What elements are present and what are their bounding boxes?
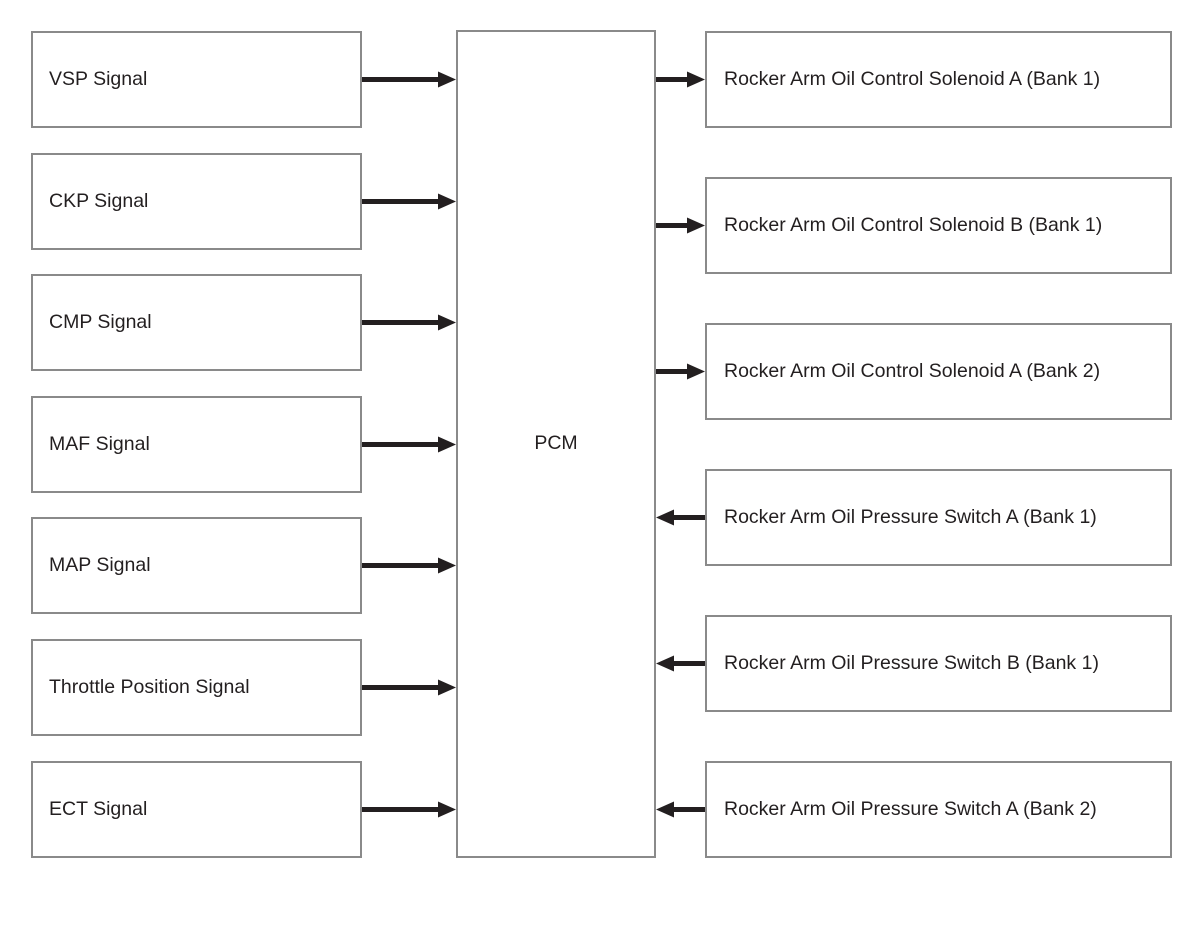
arrow-cmp-signal-to-pcm <box>362 314 456 331</box>
input-box-vsp-signal-label: VSP Signal <box>49 67 148 90</box>
input-box-rocker-arm-oil-pressure-switch-b-bank-1: Rocker Arm Oil Pressure Switch B (Bank 1… <box>705 615 1172 712</box>
input-box-ckp-signal: CKP Signal <box>31 153 362 250</box>
output-box-rocker-arm-oil-control-solenoid-a-bank-1: Rocker Arm Oil Control Solenoid A (Bank … <box>705 31 1172 128</box>
pcm-label: PCM <box>534 432 578 455</box>
arrow-maf-signal-to-pcm <box>362 436 456 453</box>
input-box-rocker-arm-oil-pressure-switch-a-bank-2: Rocker Arm Oil Pressure Switch A (Bank 2… <box>705 761 1172 858</box>
arrow-rocker-arm-oil-pressure-switch-b-bank-1-to-pcm <box>656 655 705 672</box>
input-box-rocker-arm-oil-pressure-switch-b-bank-1-label: Rocker Arm Oil Pressure Switch B (Bank 1… <box>724 651 1099 674</box>
input-box-maf-signal-label: MAF Signal <box>49 432 150 455</box>
input-box-vsp-signal: VSP Signal <box>31 31 362 128</box>
input-box-throttle-position-signal-label: Throttle Position Signal <box>49 675 250 698</box>
input-box-map-signal-label: MAP Signal <box>49 553 151 576</box>
input-box-maf-signal: MAF Signal <box>31 396 362 493</box>
arrow-pcm-to-rocker-arm-oil-control-solenoid-a-bank-1 <box>656 71 705 88</box>
arrow-pcm-to-rocker-arm-oil-control-solenoid-b-bank-1 <box>656 217 705 234</box>
output-box-rocker-arm-oil-control-solenoid-b-bank-1-label: Rocker Arm Oil Control Solenoid B (Bank … <box>724 213 1103 236</box>
arrow-pcm-to-rocker-arm-oil-control-solenoid-a-bank-2 <box>656 363 705 380</box>
arrow-ect-signal-to-pcm <box>362 801 456 818</box>
input-box-ect-signal: ECT Signal <box>31 761 362 858</box>
input-box-ect-signal-label: ECT Signal <box>49 797 148 820</box>
input-box-map-signal: MAP Signal <box>31 517 362 614</box>
output-box-rocker-arm-oil-control-solenoid-a-bank-1-label: Rocker Arm Oil Control Solenoid A (Bank … <box>724 67 1101 90</box>
pcm-box: PCM <box>456 30 656 858</box>
output-box-rocker-arm-oil-control-solenoid-a-bank-2-label: Rocker Arm Oil Control Solenoid A (Bank … <box>724 359 1101 382</box>
input-box-rocker-arm-oil-pressure-switch-a-bank-1-label: Rocker Arm Oil Pressure Switch A (Bank 1… <box>724 505 1097 528</box>
input-box-rocker-arm-oil-pressure-switch-a-bank-2-label: Rocker Arm Oil Pressure Switch A (Bank 2… <box>724 797 1097 820</box>
input-box-cmp-signal: CMP Signal <box>31 274 362 371</box>
arrow-rocker-arm-oil-pressure-switch-a-bank-2-to-pcm <box>656 801 705 818</box>
output-box-rocker-arm-oil-control-solenoid-b-bank-1: Rocker Arm Oil Control Solenoid B (Bank … <box>705 177 1172 274</box>
input-box-throttle-position-signal: Throttle Position Signal <box>31 639 362 736</box>
input-box-cmp-signal-label: CMP Signal <box>49 310 152 333</box>
arrow-ckp-signal-to-pcm <box>362 193 456 210</box>
arrow-map-signal-to-pcm <box>362 557 456 574</box>
arrow-vsp-signal-to-pcm <box>362 71 456 88</box>
output-box-rocker-arm-oil-control-solenoid-a-bank-2: Rocker Arm Oil Control Solenoid A (Bank … <box>705 323 1172 420</box>
input-box-rocker-arm-oil-pressure-switch-a-bank-1: Rocker Arm Oil Pressure Switch A (Bank 1… <box>705 469 1172 566</box>
input-box-ckp-signal-label: CKP Signal <box>49 189 149 212</box>
arrow-rocker-arm-oil-pressure-switch-a-bank-1-to-pcm <box>656 509 705 526</box>
arrow-throttle-position-signal-to-pcm <box>362 679 456 696</box>
